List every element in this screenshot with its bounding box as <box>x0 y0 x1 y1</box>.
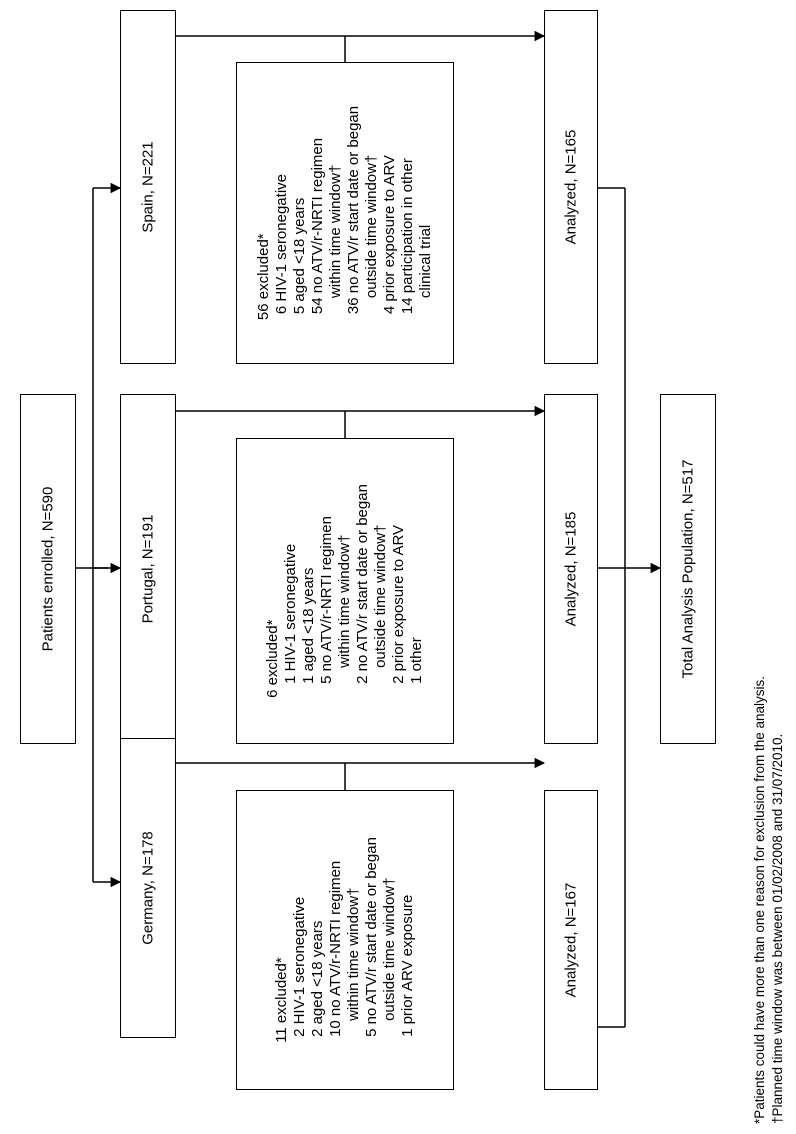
excluded-reason: outside time window† <box>363 154 380 299</box>
excluded-reason: 5 aged <18 years <box>291 197 308 315</box>
portugal-analyzed-box: Analyzed, N=185 <box>544 394 598 744</box>
total-label: Total Analysis Population, N=517 <box>679 459 697 679</box>
spain-analyzed-box: Analyzed, N=165 <box>544 10 598 364</box>
portugal-box: Portugal, N=191 <box>120 394 176 744</box>
excluded-reason: 10 no ATV/r-NRTI regimen <box>327 860 344 1037</box>
spain-box: Spain, N=221 <box>120 10 176 364</box>
germany-analyzed-box: Analyzed, N=167 <box>544 790 598 1090</box>
excluded-head: 11 excluded* <box>273 957 290 1043</box>
excluded-reason: 1 other <box>408 637 425 684</box>
footnote-time-window: †Planned time window was between 01/02/2… <box>770 733 785 1124</box>
portugal-excluded-box: 6 excluded* 1 HIV-1 seronegative 1 aged … <box>236 438 454 744</box>
excluded-reason: 5 no ATV/r-NRTI regimen <box>318 516 335 684</box>
germany-box: Germany, N=178 <box>120 738 176 1038</box>
excluded-reason: 2 prior exposure to ARV <box>390 524 407 684</box>
excluded-reason: within time window† <box>327 164 344 299</box>
excluded-reason: 1 HIV-1 seronegative <box>282 543 299 684</box>
excluded-reason: 36 no ATV/r start date or began <box>345 105 362 315</box>
footnote-exclusion: *Patients could have more than one reaso… <box>752 676 767 1124</box>
germany-excluded-box: 11 excluded* 2 HIV-1 seronegative 2 aged… <box>236 790 454 1090</box>
excluded-reason: 2 HIV-1 seronegative <box>291 896 308 1037</box>
excluded-reason: 5 no ATV/r start date or began <box>363 837 380 1037</box>
excluded-reason: 1 aged <18 years <box>300 567 317 684</box>
enrolled-box: Patients enrolled, N=590 <box>20 394 76 744</box>
portugal-label: Portugal, N=191 <box>139 514 157 624</box>
excluded-reason: 14 participation in other <box>399 158 416 315</box>
spain-excluded-box: 56 excluded* 6 HIV-1 seronegative 5 aged… <box>236 62 454 364</box>
excluded-reason: 2 no ATV/r start date or began <box>354 484 371 684</box>
excluded-head: 56 excluded* <box>255 233 272 321</box>
spain-label: Spain, N=221 <box>139 141 157 233</box>
total-box: Total Analysis Population, N=517 <box>660 394 716 744</box>
portugal-excluded-text: 6 excluded* 1 HIV-1 seronegative 1 aged … <box>264 484 426 698</box>
spain-analyzed-label: Analyzed, N=165 <box>562 129 580 245</box>
excluded-reason: 6 HIV-1 seronegative <box>273 174 290 315</box>
spain-excluded-text: 56 excluded* 6 HIV-1 seronegative 5 aged… <box>255 106 435 320</box>
excluded-reason: 1 prior ARV exposure <box>399 894 416 1037</box>
germany-excluded-text: 11 excluded* 2 HIV-1 seronegative 2 aged… <box>273 837 417 1043</box>
excluded-reason: clinical trial <box>417 224 434 299</box>
excluded-reason: 54 no ATV/r-NRTI regimen <box>309 137 326 315</box>
excluded-reason: within time window† <box>345 887 362 1021</box>
portugal-analyzed-label: Analyzed, N=185 <box>562 511 580 627</box>
excluded-reason: within time window† <box>336 534 353 668</box>
excluded-reason: 2 aged <18 years <box>309 920 326 1037</box>
enrolled-label: Patients enrolled, N=590 <box>39 486 57 652</box>
germany-analyzed-label: Analyzed, N=167 <box>562 882 580 998</box>
excluded-head: 6 excluded* <box>264 619 281 698</box>
germany-label: Germany, N=178 <box>139 831 157 945</box>
excluded-reason: outside time window† <box>372 524 389 668</box>
excluded-reason: 4 prior exposure to ARV <box>381 155 398 315</box>
excluded-reason: outside time window† <box>381 877 398 1021</box>
